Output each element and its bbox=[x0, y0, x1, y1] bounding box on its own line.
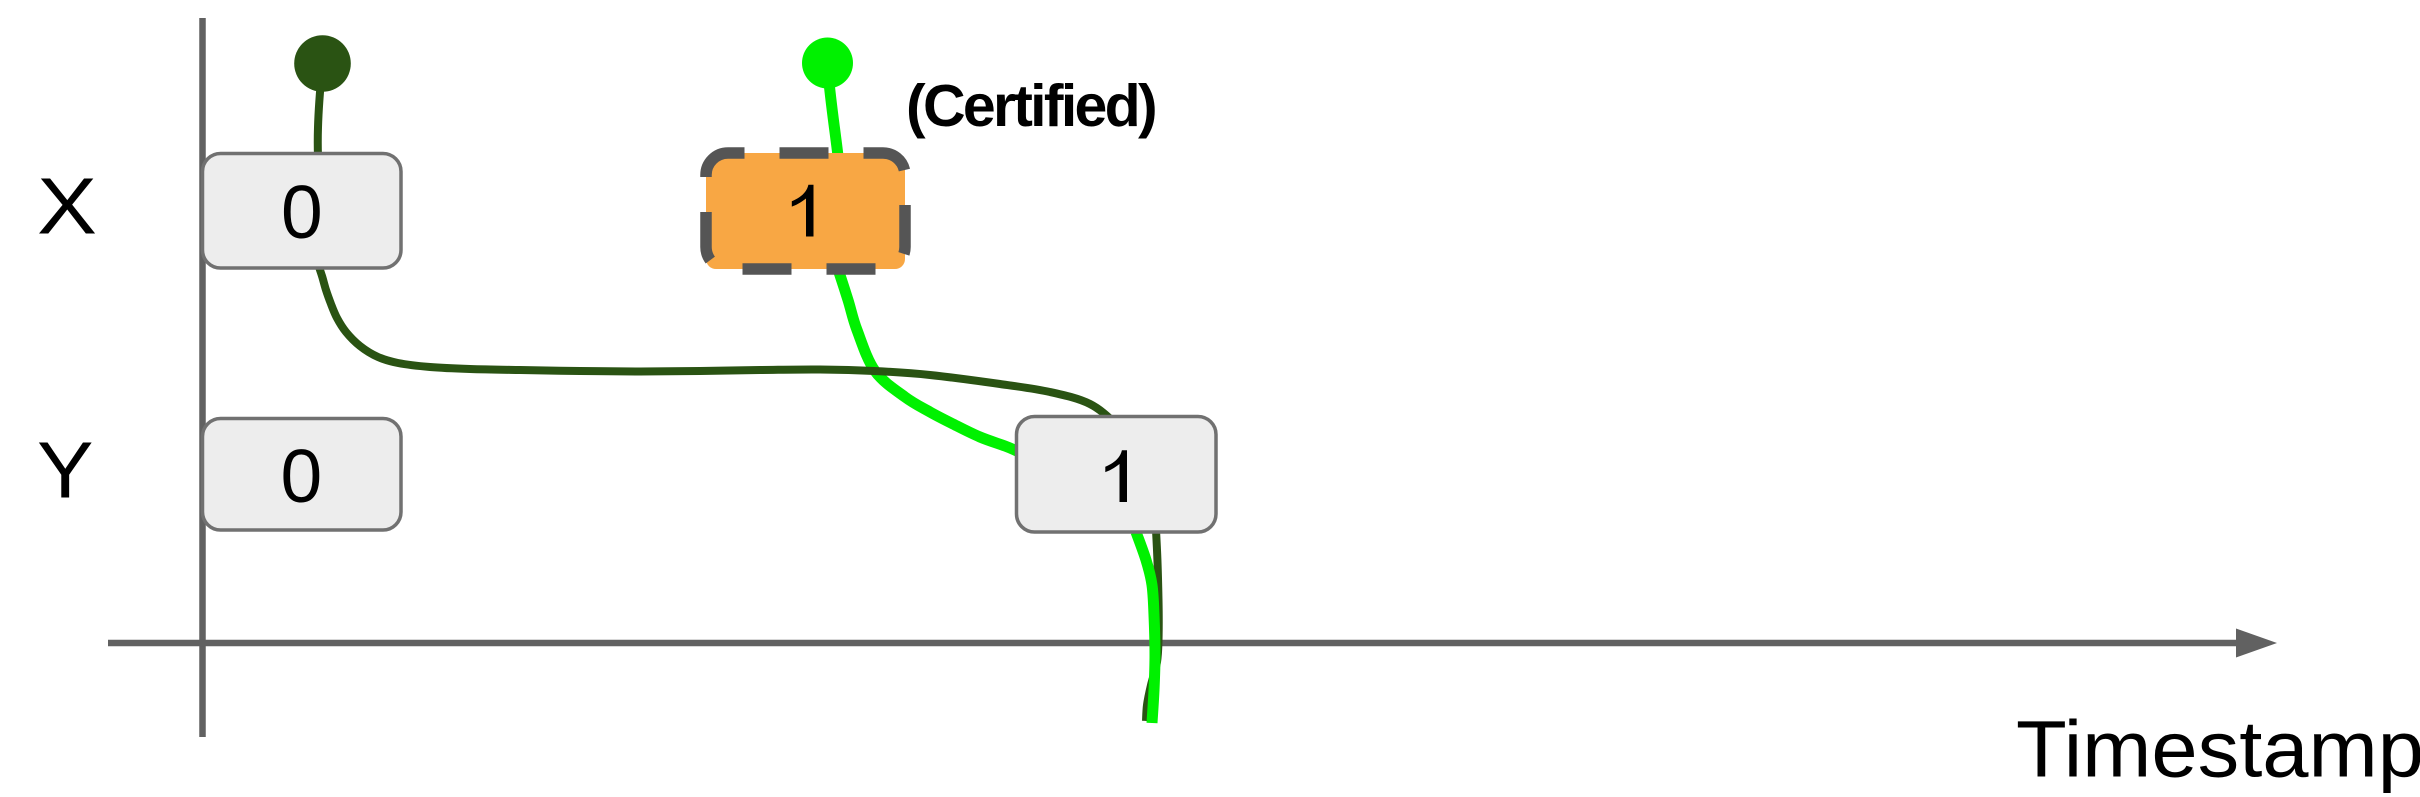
svg-text:X: X bbox=[37, 162, 97, 251]
svg-text:0: 0 bbox=[281, 170, 323, 254]
svg-text:0: 0 bbox=[281, 434, 323, 518]
svg-text:Y: Y bbox=[37, 426, 94, 515]
svg-text:(Certified): (Certified) bbox=[906, 73, 1155, 139]
svg-text:Timestamp: Timestamp bbox=[2016, 705, 2420, 794]
